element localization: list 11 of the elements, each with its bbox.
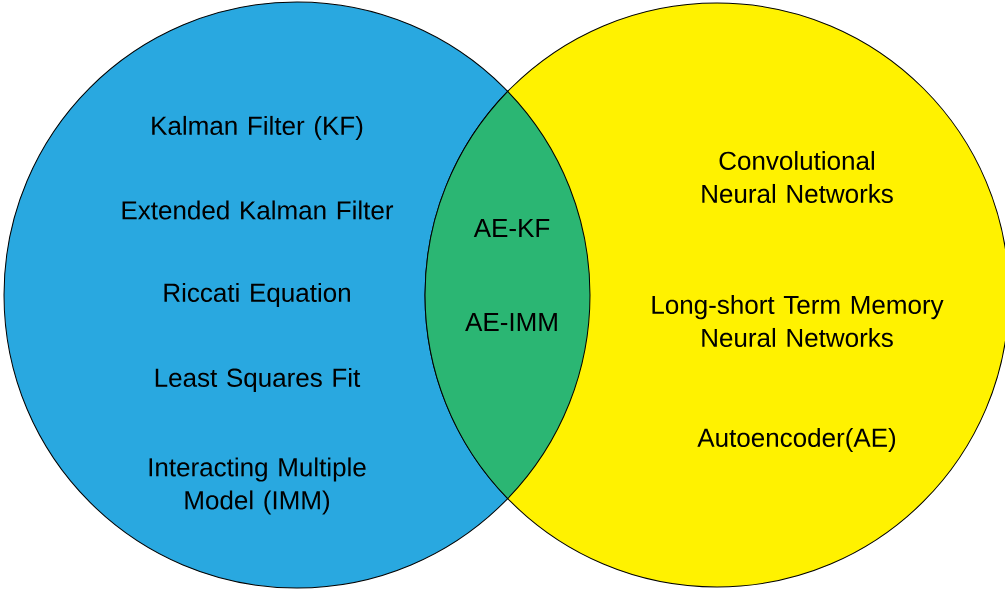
item-label: Riccati Equation [164,282,350,308]
item-label: Long-short Term Memory Neural Networks [652,294,944,348]
item-label: Interacting Multiple Model (IMM) [149,457,366,515]
overlap-region [424,90,591,500]
item-label: AE-KF [473,219,550,237]
item-label: AE-IMM [465,313,557,331]
item-label: Extended Kalman Filter [122,200,394,220]
item-label: Autoencoder(AE) [697,427,896,453]
item-label: Least Squares Fit [155,367,361,393]
item-label: Kalman Filter (KF) [152,115,363,141]
item-label: Convolutional Neural Networks [702,150,893,204]
